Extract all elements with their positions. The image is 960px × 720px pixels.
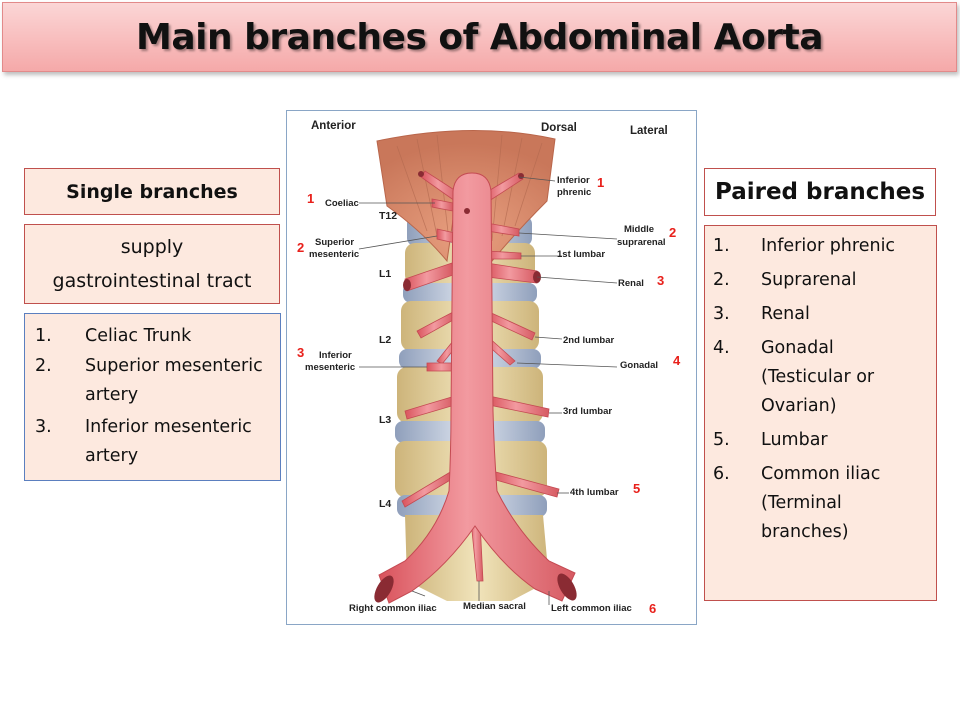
supply-box: supply gastrointestinal tract: [24, 224, 280, 304]
superior-mesenteric-label-1: Superior: [315, 237, 354, 248]
list-item: 5. Lumbar: [713, 426, 928, 455]
list-item-text: Renal: [761, 304, 810, 324]
list-item: 3. Inferior mesenteric artery: [35, 413, 270, 471]
single-branches-header: Single branches: [24, 168, 280, 215]
page-title: Main branches of Abdominal Aorta: [136, 16, 823, 58]
marker-left-common-iliac: 6: [649, 601, 656, 616]
list-item: 4. Gonadal (Testicular or Ovarian): [713, 334, 928, 421]
list-item-text: Gonadal (Testicular or Ovarian): [761, 338, 875, 416]
paired-branches-header: Paired branches: [704, 168, 936, 216]
vertebra-t12: T12: [379, 210, 397, 222]
aorta-trunk: [378, 172, 576, 604]
list-item: 2. Superior mesenteric artery: [35, 352, 270, 410]
list-item-text: Inferior phrenic: [761, 236, 896, 256]
gonadal-label: Gonadal: [620, 360, 658, 371]
list-item: 2. Suprarenal: [713, 266, 928, 295]
list-item: 6. Common iliac (Terminal branches): [713, 460, 928, 547]
inferior-phrenic-label-1: Inferior: [557, 175, 590, 186]
supply-line-1: supply: [120, 236, 184, 258]
dorsal-label: Dorsal: [541, 122, 577, 134]
renal-label: Renal: [618, 278, 644, 289]
marker-gonadal: 4: [673, 353, 681, 368]
marker-coeliac: 1: [307, 191, 314, 206]
inferior-phrenic-label-2: phrenic: [557, 187, 591, 198]
vertebra-l4: L4: [379, 498, 391, 510]
marker-renal: 3: [657, 273, 664, 288]
list-item-text: Inferior mesenteric artery: [85, 417, 252, 466]
vertebra-l1: L1: [379, 268, 391, 280]
list-item-number: 5.: [713, 430, 730, 450]
marker-fourth-lumbar: 5: [633, 481, 640, 496]
left-common-iliac-label: Left common iliac: [551, 603, 632, 614]
list-item: 3. Renal: [713, 300, 928, 329]
first-lumbar-label: 1st lumbar: [557, 249, 605, 260]
list-item-text: Superior mesenteric artery: [85, 356, 263, 405]
leader-lines: [358, 176, 618, 605]
list-item: 1. Celiac Trunk: [35, 320, 270, 352]
list-item-text: Suprarenal: [761, 270, 857, 290]
superior-mesenteric-label-2: mesenteric: [309, 249, 359, 260]
list-item: 1. Inferior phrenic: [713, 232, 928, 261]
middle-suprarenal-label-1: Middle: [624, 224, 654, 235]
list-item-text: Lumbar: [761, 430, 828, 450]
vertebra-l2: L2: [379, 334, 391, 346]
vertebra-l3: L3: [379, 414, 391, 426]
list-item-text: Celiac Trunk: [85, 326, 192, 346]
list-item-number: 2.: [713, 270, 730, 290]
list-item-number: 1.: [713, 236, 730, 256]
lateral-label: Lateral: [630, 125, 668, 137]
list-item-number: 1.: [35, 326, 52, 346]
single-branches-list: 1. Celiac Trunk 2. Superior mesenteric a…: [24, 313, 281, 481]
aorta-illustration: Anterior Dorsal Lateral: [297, 120, 681, 616]
paired-branches-list: 1. Inferior phrenic 2. Suprarenal 3. Ren…: [704, 225, 937, 601]
right-common-iliac-label: Right common iliac: [349, 603, 437, 614]
second-lumbar-label: 2nd lumbar: [563, 335, 615, 346]
aorta-figure: Anterior Dorsal Lateral: [286, 110, 697, 625]
inferior-mesenteric-label-2: mesenteric: [305, 362, 355, 373]
list-item-number: 6.: [713, 464, 730, 484]
median-sacral-label: Median sacral: [463, 601, 526, 612]
marker-superior-mesenteric: 2: [297, 240, 304, 255]
list-item-number: 3.: [713, 304, 730, 324]
fourth-lumbar-label: 4th lumbar: [570, 487, 619, 498]
coeliac-label: Coeliac: [325, 198, 359, 209]
anterior-label: Anterior: [311, 120, 356, 132]
right-iliac-opening: [374, 575, 394, 603]
marker-inferior-mesenteric: 3: [297, 345, 304, 360]
left-iliac-opening: [557, 573, 577, 601]
list-item-number: 4.: [713, 338, 730, 358]
paired-branches-title: Paired branches: [714, 179, 926, 205]
single-branches-title: Single branches: [66, 180, 238, 203]
third-lumbar-label: 3rd lumbar: [563, 406, 612, 417]
title-bar: Main branches of Abdominal Aorta: [2, 2, 957, 72]
marker-middle-suprarenal: 2: [669, 225, 676, 240]
list-item-number: 3.: [35, 417, 52, 437]
inferior-mesenteric-label-1: Inferior: [319, 350, 352, 361]
marker-inferior-phrenic: 1: [597, 175, 604, 190]
middle-suprarenal-label-2: suprarenal: [617, 237, 666, 248]
list-item-number: 2.: [35, 356, 52, 376]
supply-line-2: gastrointestinal tract: [52, 270, 252, 292]
list-item-text: Common iliac (Terminal branches): [761, 464, 881, 542]
